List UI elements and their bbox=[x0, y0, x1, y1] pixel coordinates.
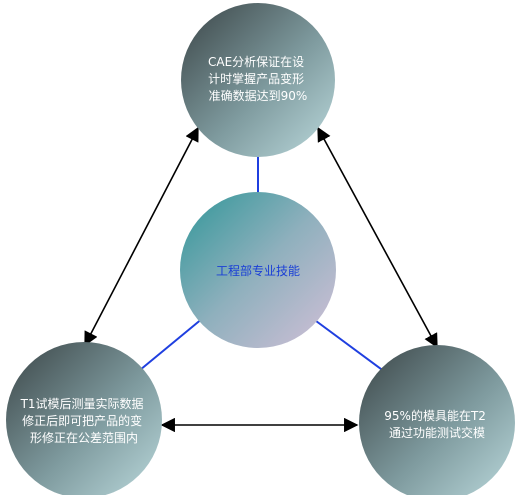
left-node: T1试模后测量实际数据 修正后即可把产品的变 形修正在公差范围内 bbox=[6, 342, 162, 495]
right-node-line-1: 95%的模具能在T2 bbox=[384, 408, 486, 423]
left-node-line-3: 形修正在公差范围内 bbox=[30, 430, 138, 445]
connector-center-left bbox=[139, 317, 204, 371]
svg-text:CAE分析保证在设 计时掌握产品变形: CAE分析保证在设 计时掌握产品变形 准确数据达到90% bbox=[208, 55, 308, 103]
top-node-line-1: CAE分析保证在设 bbox=[208, 55, 304, 69]
right-node-line-2: 通过功能测试交模 bbox=[389, 425, 485, 440]
arrow-top-left bbox=[84, 126, 199, 347]
svg-text:95%的模具能在T2 通过功能测试交模: 95%的模具能在T2 通过功能测试交模 bbox=[384, 408, 489, 440]
top-node-line-3: 准确数据达到90% bbox=[209, 88, 308, 103]
left-node-line-2: 修正后即可把产品的变 bbox=[22, 413, 142, 428]
svg-text:T1试模后测量实际数据 修正后即可把产品的变: T1试模后测量实际数据 修正后即可把产品的变 形修正在公差范围内 bbox=[20, 396, 148, 445]
top-node: CAE分析保证在设 计时掌握产品变形 准确数据达到90% bbox=[181, 3, 335, 157]
center-node-label: 工程部专业技能 bbox=[216, 263, 300, 278]
arrow-top-right bbox=[317, 126, 438, 349]
connector-center-right bbox=[311, 317, 386, 373]
left-node-line-1: T1试模后测量实际数据 bbox=[20, 396, 144, 411]
center-node: 工程部专业技能 bbox=[180, 192, 336, 348]
top-node-line-2: 计时掌握产品变形 bbox=[208, 71, 304, 86]
right-node: 95%的模具能在T2 通过功能测试交模 bbox=[359, 345, 515, 495]
